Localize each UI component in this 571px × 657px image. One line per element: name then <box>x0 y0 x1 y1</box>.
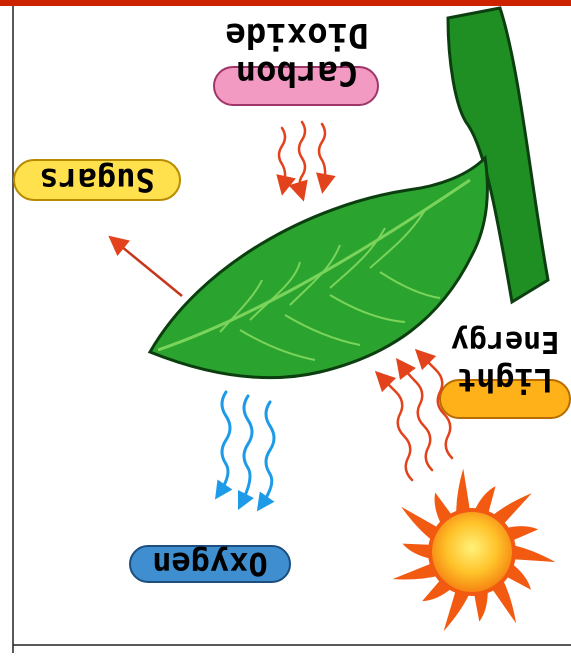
oxygen-arrow-2 <box>242 396 252 502</box>
top-bar <box>0 0 571 6</box>
light-arrow-2 <box>402 366 432 470</box>
leaf <box>150 158 487 378</box>
carbon-dioxide-label-line1: Carbon <box>236 53 359 93</box>
oxygen-arrows <box>220 392 274 504</box>
light-energy-label-line2: Energy <box>451 324 559 359</box>
carbon-dioxide-arrows <box>279 122 325 192</box>
oxygen-label: Oxygen <box>152 545 268 583</box>
carbon-dioxide-label-line2: Dioxide <box>225 15 368 55</box>
oxygen-arrow-3 <box>262 402 274 504</box>
co2-arrow-3 <box>319 124 325 184</box>
co2-arrow-2 <box>299 122 305 192</box>
light-arrow-1 <box>382 378 412 480</box>
light-energy-label-line1: Light <box>457 361 553 399</box>
sugars-arrow <box>116 242 182 296</box>
light-energy-arrows <box>382 356 452 480</box>
sun-icon <box>392 468 555 631</box>
co2-arrow-1 <box>279 128 285 186</box>
oxygen-arrow-1 <box>220 392 230 492</box>
sun-ray <box>511 545 555 562</box>
sugars-label: Sugars <box>39 161 155 199</box>
